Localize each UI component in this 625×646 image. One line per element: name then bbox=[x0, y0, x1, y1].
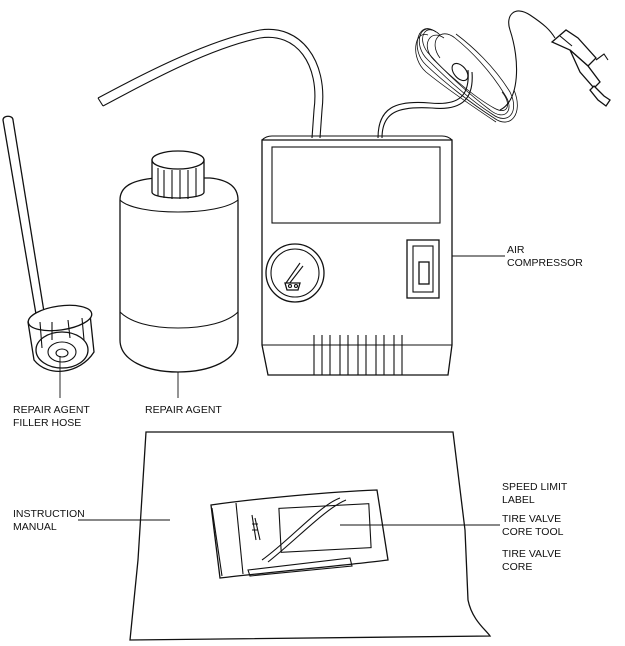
air-hose bbox=[97, 28, 324, 139]
label-line: CORE TOOL bbox=[502, 526, 564, 538]
label-line: AIR bbox=[507, 244, 525, 256]
label-line: INSTRUCTION bbox=[13, 508, 85, 520]
repair-agent-filler-hose bbox=[2, 115, 95, 372]
cigarette-lighter-plug bbox=[550, 29, 611, 107]
label-line: SPEED LIMIT bbox=[502, 481, 568, 493]
label-line: REPAIR AGENT bbox=[13, 404, 90, 416]
label-line: CORE bbox=[502, 561, 533, 573]
label-line: MANUAL bbox=[13, 521, 57, 533]
coiled-wire bbox=[415, 10, 556, 123]
label-speed-limit-label: SPEED LIMIT LABEL bbox=[502, 481, 567, 507]
air-compressor bbox=[261, 135, 453, 376]
label-line: TIRE VALVE bbox=[502, 513, 562, 525]
power-cord bbox=[377, 69, 473, 139]
label-line: REPAIR AGENT bbox=[145, 404, 222, 416]
label-air-compressor: AIR COMPRESSOR bbox=[507, 244, 583, 270]
label-instruction-manual: INSTRUCTION MANUAL bbox=[13, 508, 85, 534]
label-tire-valve-core: TIRE VALVE CORE bbox=[502, 548, 561, 574]
label-repair-agent-filler-hose: REPAIR AGENT FILLER HOSE bbox=[13, 404, 90, 430]
repair-agent-bottle bbox=[119, 150, 239, 373]
leader-lines bbox=[59, 255, 505, 526]
label-repair-agent: REPAIR AGENT bbox=[145, 404, 222, 417]
label-line: FILLER HOSE bbox=[13, 417, 82, 429]
label-line: COMPRESSOR bbox=[507, 257, 583, 269]
valve-core-pack bbox=[210, 489, 389, 579]
label-line: LABEL bbox=[502, 494, 535, 506]
label-tire-valve-core-tool: TIRE VALVE CORE TOOL bbox=[502, 513, 563, 539]
label-line: TIRE VALVE bbox=[502, 548, 562, 560]
